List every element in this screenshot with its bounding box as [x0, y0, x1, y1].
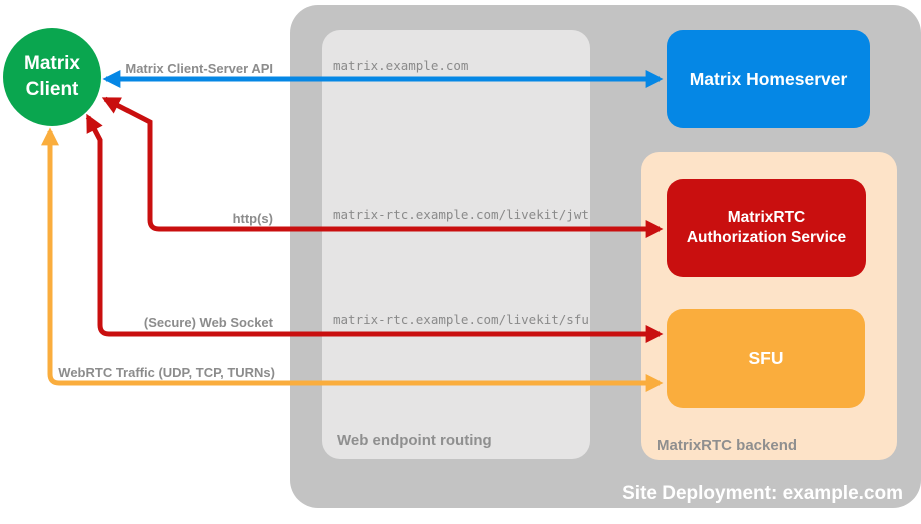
site-deployment-label: Site Deployment: example.com: [622, 483, 903, 504]
endpoint-matrix-example-com: matrix.example.com: [333, 58, 469, 73]
https-label: http(s): [232, 211, 273, 226]
matrix-homeserver-node: Matrix Homeserver: [667, 30, 870, 128]
endpoint-livekit-jwt: matrix-rtc.example.com/livekit/jwt: [333, 207, 589, 222]
sfu-label: SFU: [748, 348, 784, 368]
endpoint-livekit-sfu: matrix-rtc.example.com/livekit/sfu: [333, 312, 589, 327]
matrixrtc-auth-service-node: MatrixRTC Authorization Service: [667, 179, 866, 277]
client-server-api-label: Matrix Client-Server API: [125, 61, 273, 76]
matrixrtc-auth-service-label: MatrixRTC Authorization Service: [686, 208, 847, 246]
webrtc-traffic-label: WebRTC Traffic (UDP, TCP, TURNs): [58, 365, 275, 380]
matrix-client-label: Matrix Client: [24, 53, 80, 100]
matrixrtc-backend-label: MatrixRTC backend: [657, 437, 798, 454]
websocket-label: (Secure) Web Socket: [143, 315, 273, 330]
web-endpoint-routing-box: [322, 30, 590, 459]
matrix-homeserver-label: Matrix Homeserver: [689, 68, 848, 89]
sfu-node: SFU: [667, 309, 865, 408]
web-endpoint-routing-label: Web endpoint routing: [337, 432, 492, 449]
matrix-client-node: Matrix Client: [3, 28, 101, 126]
